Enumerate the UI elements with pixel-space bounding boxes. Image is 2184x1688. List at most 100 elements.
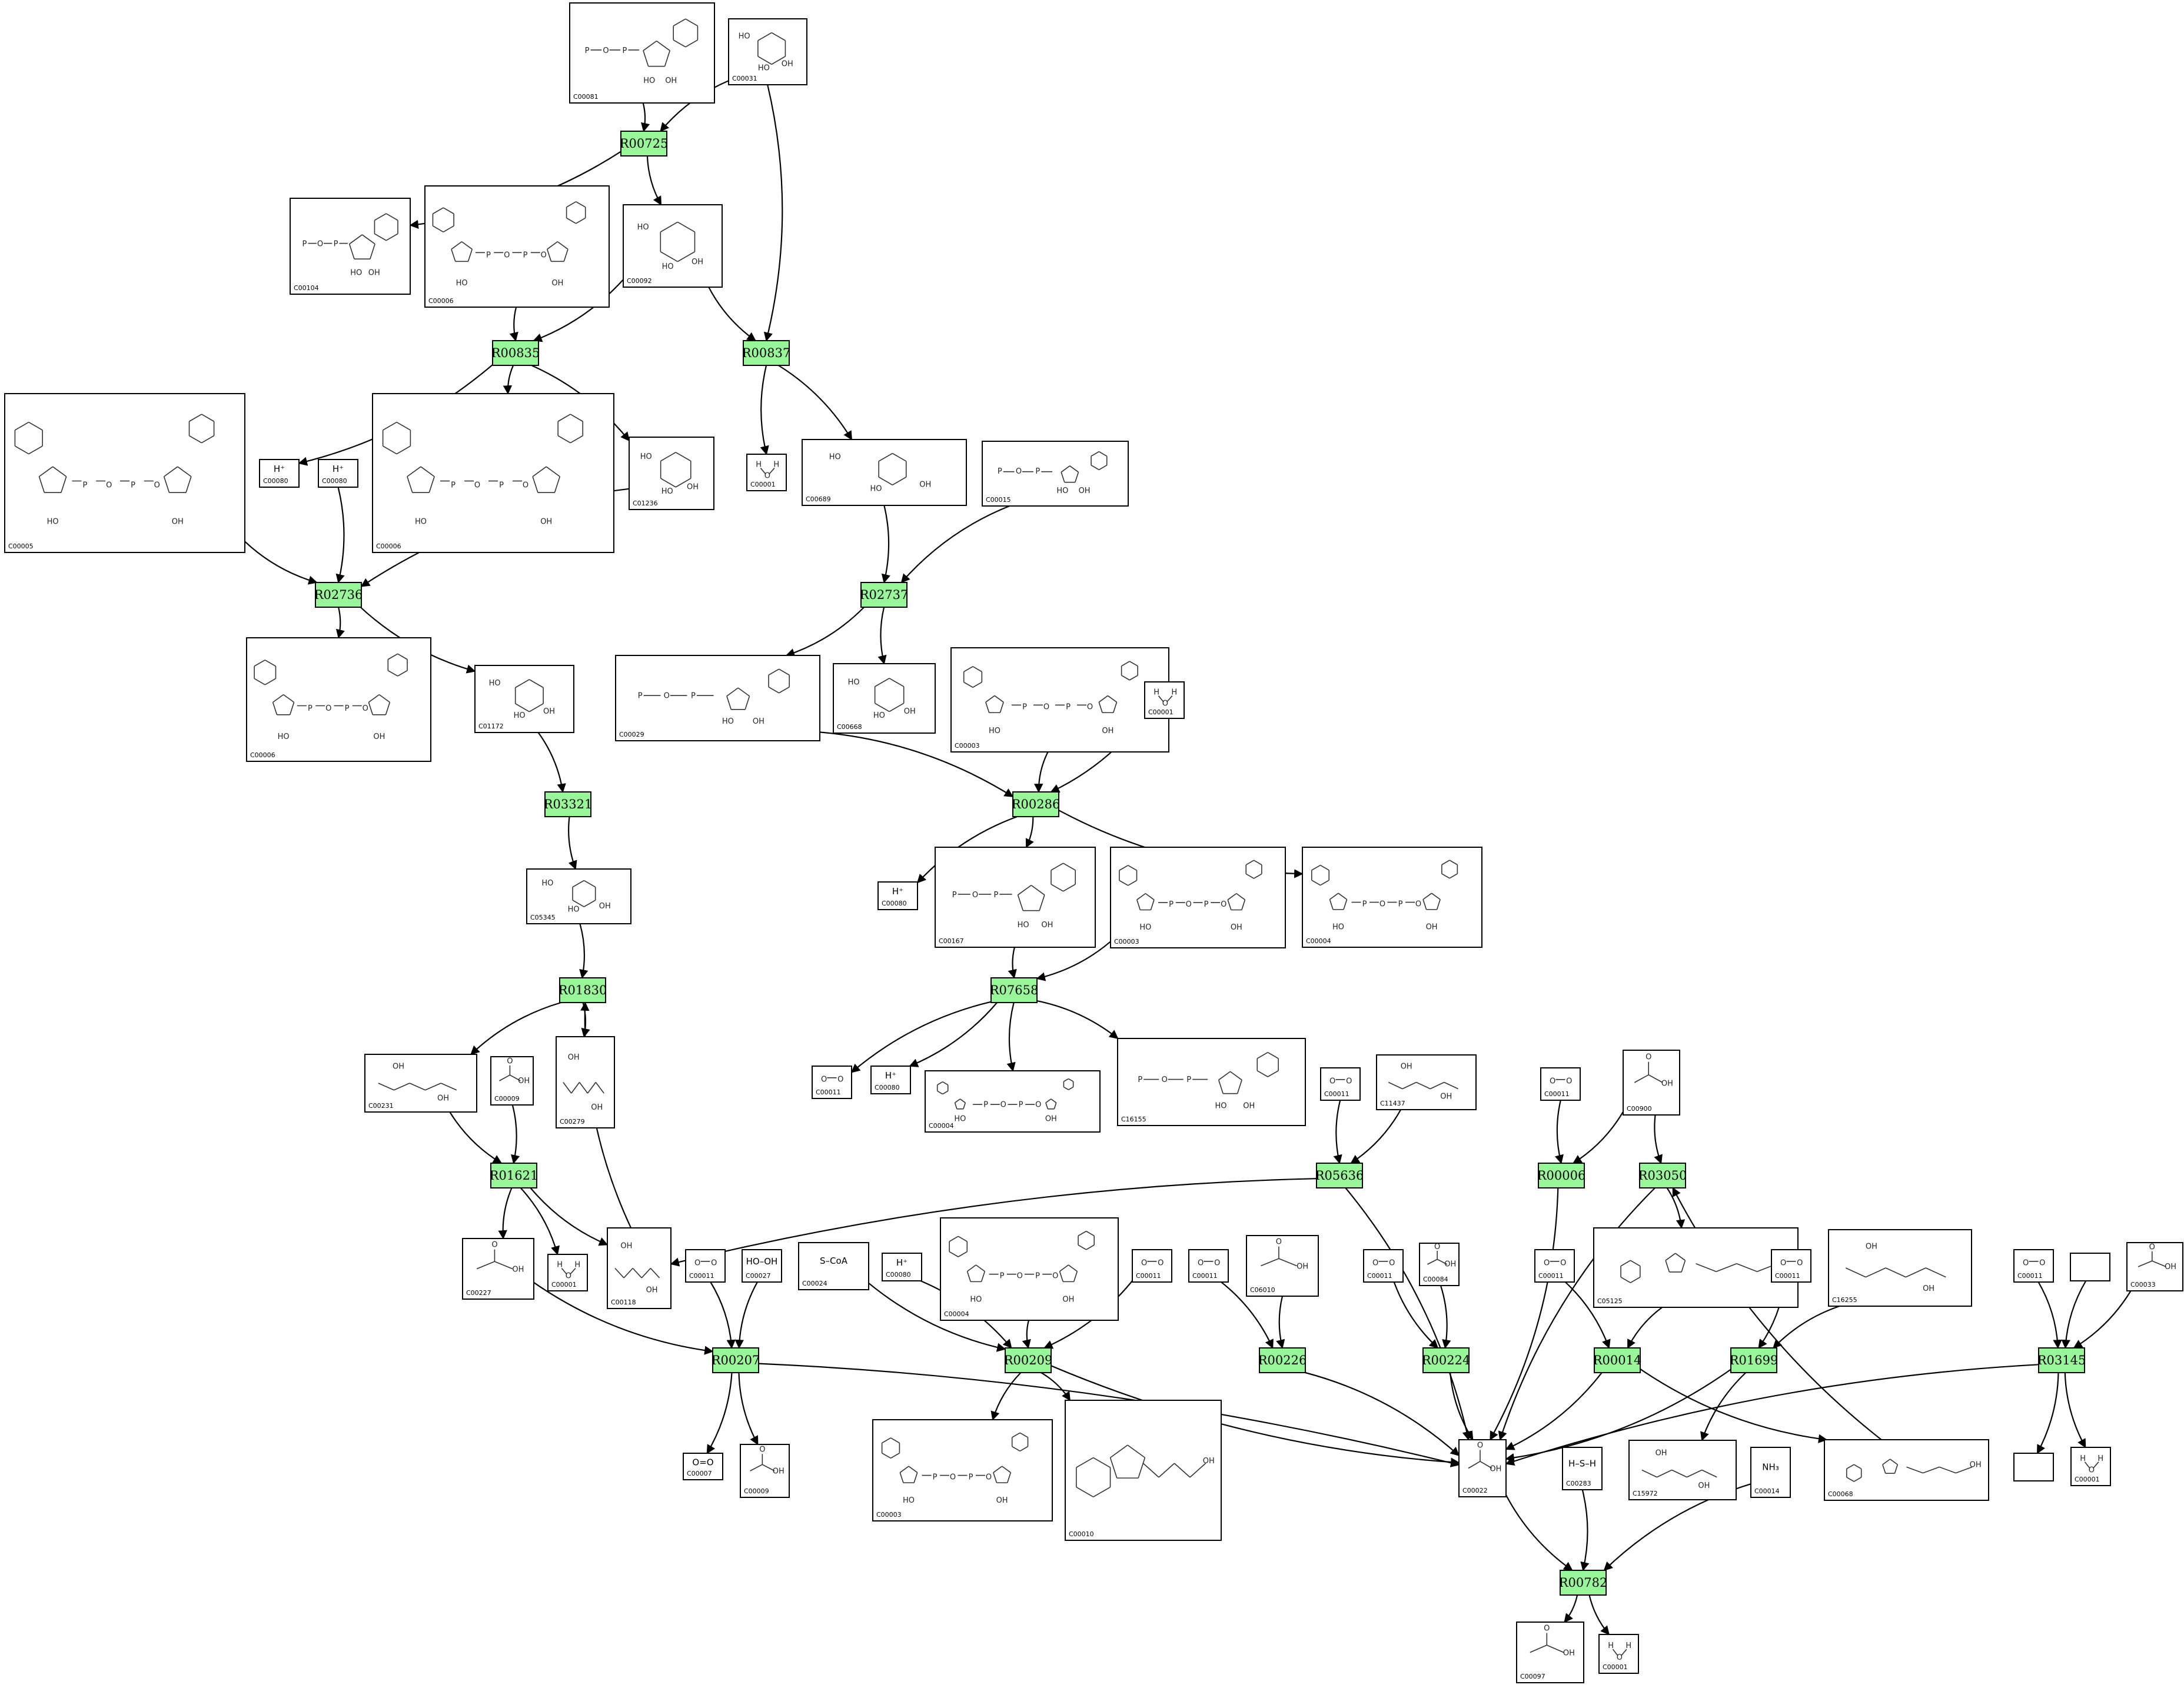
reaction-node[interactable]: R03050 — [1638, 1163, 1687, 1188]
reaction-node[interactable]: R00226 — [1258, 1347, 1307, 1373]
compound-box — [556, 1036, 615, 1128]
reaction-node[interactable]: R03145 — [2037, 1347, 2086, 1373]
compound-id: C00004 — [929, 1122, 954, 1130]
compound-node[interactable]: H⁺C00080 — [882, 1253, 922, 1281]
reaction-node[interactable]: R01621 — [490, 1163, 538, 1188]
reaction-node[interactable]: R00286 — [1012, 791, 1061, 817]
reaction-node[interactable]: R03321 — [544, 791, 593, 817]
reaction-node[interactable]: R02737 — [860, 582, 909, 608]
compound-node[interactable]: H⁺C00080 — [259, 459, 300, 488]
compound-node[interactable]: H⁺C00080 — [870, 1066, 911, 1094]
reaction-node[interactable]: R05636 — [1315, 1163, 1364, 1188]
reaction-node[interactable]: R00209 — [1004, 1347, 1053, 1373]
structure-sketch: OOH — [750, 1446, 784, 1476]
reaction-node[interactable]: R00207 — [712, 1347, 760, 1373]
reaction-node[interactable]: R07658 — [990, 977, 1039, 1003]
reaction-node[interactable]: R00014 — [1593, 1347, 1642, 1373]
reaction-node[interactable]: R01699 — [1730, 1347, 1779, 1373]
compound-node[interactable] — [2013, 1453, 2054, 1481]
svg-text:HO: HO — [1215, 1101, 1226, 1110]
reaction-node[interactable]: R01830 — [559, 977, 607, 1003]
reaction-node[interactable]: R00224 — [1422, 1347, 1471, 1373]
reaction-edge — [710, 1281, 736, 1349]
compound-node[interactable]: H⁺C00080 — [877, 881, 918, 910]
compound-node[interactable] — [2070, 1253, 2110, 1281]
svg-text:P: P — [933, 1473, 938, 1481]
reaction-node[interactable]: R00837 — [742, 340, 791, 366]
compound-id: C00011 — [816, 1088, 841, 1096]
compound-node[interactable]: H⁺C00080 — [318, 459, 358, 488]
reaction-node[interactable]: R00782 — [1559, 1570, 1608, 1596]
reaction-node[interactable]: R00725 — [620, 131, 669, 157]
reaction-node[interactable]: R02736 — [314, 582, 363, 608]
reaction-node[interactable]: R00006 — [1537, 1163, 1586, 1188]
compound-node[interactable]: OHC05125 — [1593, 1227, 1799, 1308]
compound-symbol: HO–OH — [746, 1256, 778, 1267]
reaction-node[interactable]: R00835 — [491, 340, 540, 366]
svg-text:O: O — [759, 1446, 765, 1454]
